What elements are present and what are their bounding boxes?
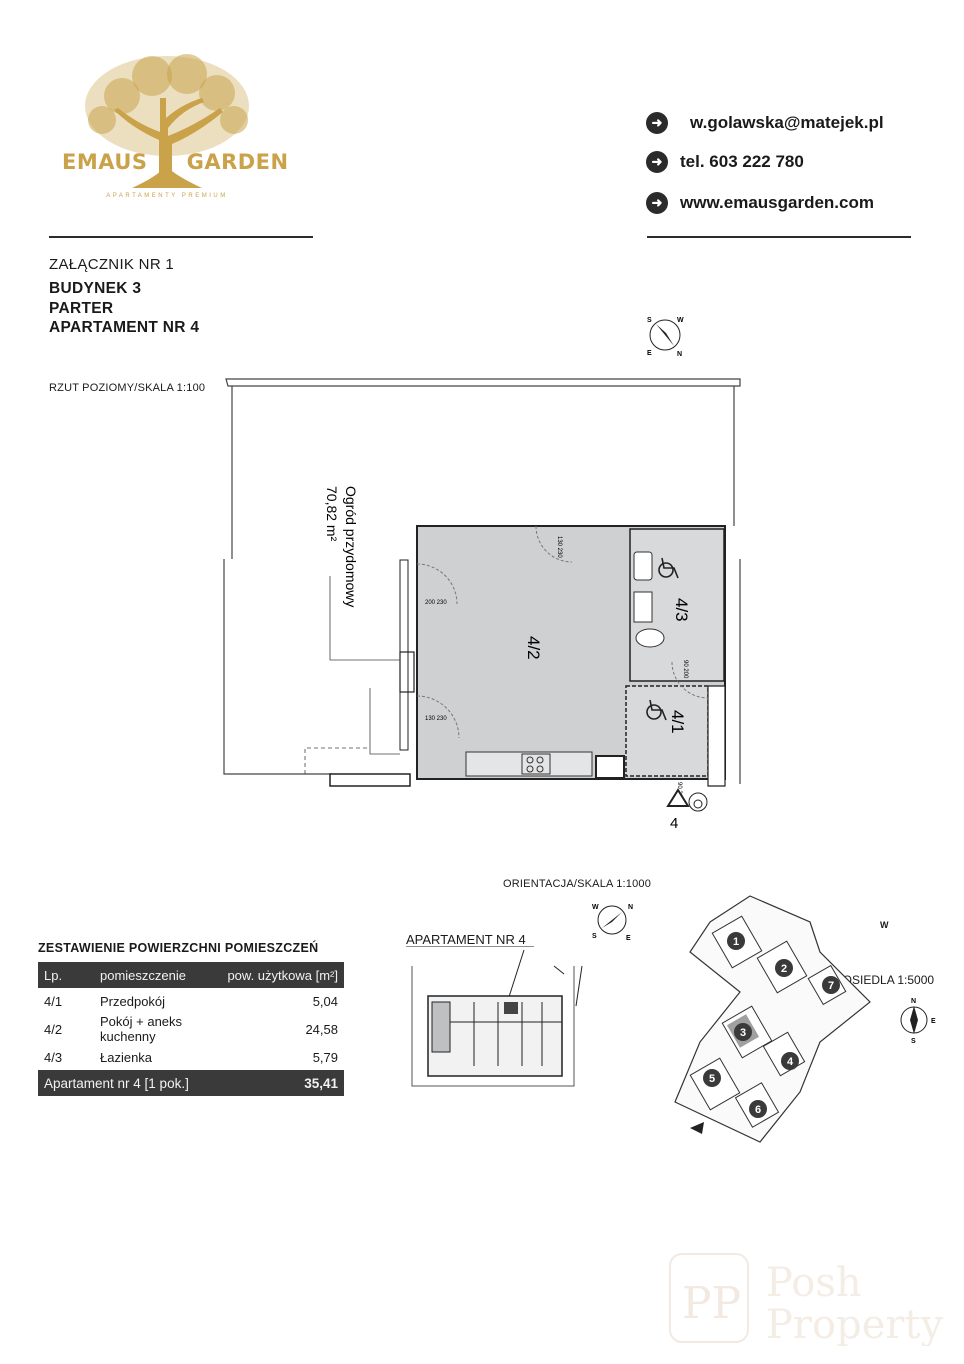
row-room: Pokój + aneks kuchenny <box>100 1014 183 1044</box>
estate-e: E <box>931 1018 936 1025</box>
height-marker: 130 230 <box>425 716 447 722</box>
emaus-garden-tree-logo <box>85 54 249 188</box>
arrow-right-icon: ➜ <box>646 192 668 214</box>
table-row: 4/2 Pokój + aneks kuchenny 24,58 <box>38 1014 344 1044</box>
building-marker-6: 6 <box>755 1104 761 1116</box>
arrow-right-icon: ➜ <box>646 112 668 134</box>
entrance-number: 4 <box>670 815 678 832</box>
orient-n: N <box>628 904 633 911</box>
compass-icon: S W E N <box>647 317 684 358</box>
header-area: pow. użytkowa [m²] <box>212 962 344 988</box>
row-area: 5,04 <box>312 993 338 1009</box>
table-total-row: Apartament nr 4 [1 pok.] 35,41 <box>38 1070 344 1096</box>
header-room: pomieszczenie <box>94 962 212 988</box>
row-room: Łazienka <box>100 1049 153 1065</box>
contact-phone-text[interactable]: tel. 603 222 780 <box>680 152 804 171</box>
garden-outline <box>223 378 741 784</box>
estate-n: N <box>911 998 916 1005</box>
row-lp: 4/3 <box>44 1049 63 1065</box>
contact-email-text[interactable]: w.golawska@matejek.pl <box>690 113 884 132</box>
divider-right <box>647 236 911 238</box>
row-area: 5,79 <box>312 1049 338 1065</box>
height-marker: 200 230 <box>425 600 447 606</box>
building-orientation-plan <box>406 946 583 1087</box>
building-marker-5: 5 <box>709 1073 715 1085</box>
garden-label: Ogród przydomowy <box>343 486 359 607</box>
building-marker-7: 7 <box>828 980 834 992</box>
building-label: BUDYNEK 3 <box>49 280 142 297</box>
room-4-2-label: 4/2 <box>524 636 543 660</box>
room-4-3-label: 4/3 <box>672 598 691 622</box>
annex-label: ZAŁĄCZNIK NR 1 <box>49 256 175 273</box>
orient-s: S <box>592 933 597 940</box>
apartment-label: APARTAMENT NR 4 <box>49 319 200 336</box>
row-lp: 4/2 <box>44 1021 63 1037</box>
wheelchair-icon <box>658 557 679 579</box>
orientation-caption: ORIENTACJA/SKALA 1:1000 <box>503 878 652 890</box>
compass-n: N <box>677 351 682 358</box>
orientation-apartment-label: APARTAMENT NR 4 <box>406 932 526 947</box>
contact-email[interactable]: ➜ w.golawska@matejek.pl <box>646 112 884 134</box>
row-lp: 4/1 <box>44 993 63 1009</box>
contact-website-text[interactable]: www.emausgarden.com <box>680 193 874 212</box>
plan-caption: RZUT POZIOMY/SKALA 1:100 <box>49 382 206 394</box>
row-room: Przedpokój <box>100 993 166 1009</box>
watermark-line2: Property <box>766 1302 944 1346</box>
brand-name-right: GARDEN <box>186 150 289 174</box>
estate-compass-icon: N E S <box>900 998 936 1044</box>
estate-s: S <box>911 1038 916 1044</box>
compass-e: E <box>647 350 652 357</box>
orient-e: E <box>626 935 631 942</box>
brand-wordmark: EMAUS GARDEN <box>62 150 288 174</box>
table-row: 4/3 Łazienka 5,79 <box>38 1044 344 1070</box>
room-4-1-label: 4/1 <box>668 710 687 734</box>
table-header-row: Lp. pomieszczenie pow. użytkowa [m²] <box>38 962 344 988</box>
header-lp: Lp. <box>38 962 94 988</box>
compass-s: S <box>647 317 652 324</box>
svg-text:PP: PP <box>682 1278 741 1329</box>
row-area: 24,58 <box>305 1021 338 1037</box>
posh-property-watermark-logo: PP Posh Property <box>669 1253 944 1346</box>
total-area: 35,41 <box>212 1070 344 1096</box>
arrow-right-icon: ➜ <box>646 151 668 173</box>
garden-area: 70,82 m² <box>324 486 340 542</box>
contact-phone[interactable]: ➜ tel. 603 222 780 <box>646 151 804 173</box>
rooms-table-title: ZESTAWIENIE POWIERZCHNI POMIESZCZEŃ <box>38 941 319 955</box>
floor-label: PARTER <box>49 300 114 317</box>
watermark-line1: Posh <box>766 1260 862 1306</box>
contact-website[interactable]: ➜ www.emausgarden.com <box>646 192 874 214</box>
estate-site-plan: 1 2 3 4 5 6 7 <box>674 895 871 1143</box>
floor-plan: Ogród przydomowy 70,82 m² 4/2 4/3 4/1 20… <box>223 378 741 832</box>
entrance-arrow-icon <box>666 788 690 807</box>
brand-name-left: EMAUS <box>62 150 148 174</box>
total-label: Apartament nr 4 [1 pok.] <box>38 1070 212 1096</box>
building-marker-2: 2 <box>781 963 787 975</box>
orientation-compass-icon: W N S E <box>592 904 633 942</box>
building-marker-3: 3 <box>740 1027 746 1039</box>
height-marker: 90 200 <box>682 660 688 679</box>
wheelchair-icon <box>646 699 667 721</box>
divider-left <box>49 236 313 238</box>
compass-w: W <box>677 317 684 324</box>
height-marker: 130 230 <box>556 536 562 558</box>
building-marker-4: 4 <box>787 1056 794 1068</box>
building-marker-1: 1 <box>733 936 739 948</box>
orient-w: W <box>592 904 599 911</box>
brand-subtitle: APARTAMENTY PREMIUM <box>106 193 228 199</box>
table-row: 4/1 Przedpokój 5,04 <box>38 988 344 1014</box>
wheelchair-icon <box>688 792 708 812</box>
estate-w-label: W <box>880 920 889 930</box>
rooms-table: Lp. pomieszczenie pow. użytkowa [m²] 4/1… <box>38 962 344 1096</box>
estate-entrance-arrow-icon <box>690 1122 704 1134</box>
